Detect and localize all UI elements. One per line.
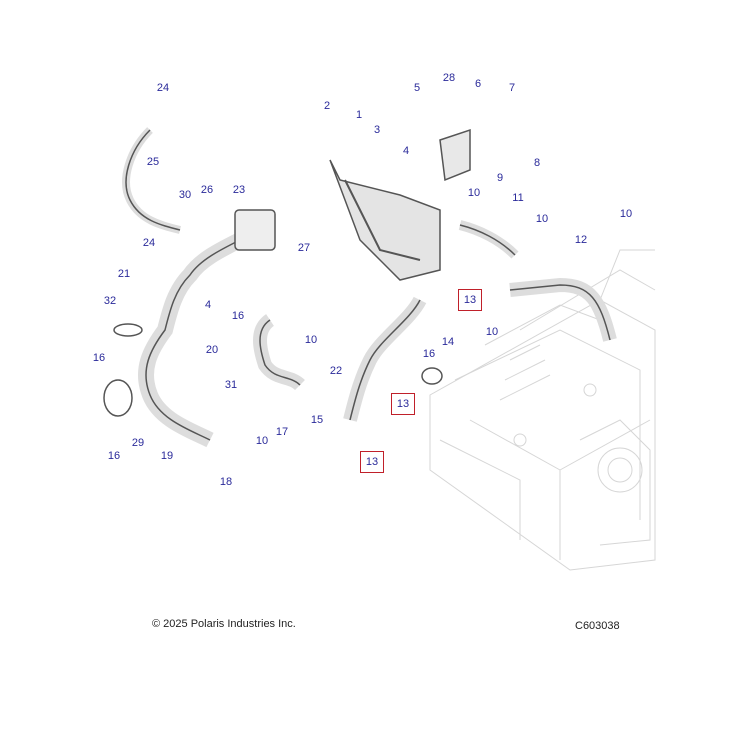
callout-label: 21 <box>117 268 131 280</box>
callout-label: 5 <box>413 82 421 94</box>
callout-label: 10 <box>619 208 633 220</box>
callout-label: 26 <box>200 184 214 196</box>
callout-label: 4 <box>402 145 410 157</box>
callout-label: 11 <box>512 192 524 204</box>
callout-label: 10 <box>535 213 549 225</box>
callout-label: 32 <box>103 295 117 307</box>
callout-label: 28 <box>442 72 456 84</box>
callout-label: 30 <box>178 189 192 201</box>
callout-label: 12 <box>574 234 588 246</box>
callout-label: 19 <box>160 450 174 462</box>
callout-label: 15 <box>310 414 324 426</box>
callout-label: 10 <box>485 326 499 338</box>
callout-label: 14 <box>441 336 455 348</box>
callout-label: 6 <box>474 78 482 90</box>
callout-label: 10 <box>304 334 318 346</box>
callout-label: 9 <box>496 172 504 184</box>
callout-label: 24 <box>156 82 170 94</box>
diagram-code: C603038 <box>575 620 620 632</box>
callout-label: 17 <box>275 426 289 438</box>
callout-label: 16 <box>422 348 436 360</box>
callout-label: 31 <box>224 379 238 391</box>
callout-label: 27 <box>297 242 311 254</box>
callout-label: 16 <box>231 310 245 322</box>
callout-label: 4 <box>204 299 212 311</box>
callout-box: 13 <box>458 289 482 311</box>
callout-label: 25 <box>146 156 160 168</box>
callout-label: 29 <box>131 437 145 449</box>
callout-label: 2 <box>323 100 331 112</box>
copyright-text: © 2025 Polaris Industries Inc. <box>152 618 296 630</box>
callout-label: 16 <box>92 352 106 364</box>
callout-box: 13 <box>391 393 415 415</box>
callout-label: 8 <box>533 157 541 169</box>
callout-label: 10 <box>255 435 269 447</box>
callout-label: 7 <box>508 82 516 94</box>
callout-box: 13 <box>360 451 384 473</box>
callout-label: 3 <box>373 124 381 136</box>
callout-label: 10 <box>467 187 481 199</box>
hose-art <box>103 127 617 448</box>
callout-label: 16 <box>107 450 121 462</box>
callout-label: 24 <box>142 237 156 249</box>
callout-label: 1 <box>355 109 363 121</box>
callout-label: 23 <box>232 184 246 196</box>
callout-label: 20 <box>205 344 219 356</box>
callout-label: 18 <box>219 476 233 488</box>
callout-label: 22 <box>329 365 343 377</box>
engine-block-outline <box>429 249 656 571</box>
